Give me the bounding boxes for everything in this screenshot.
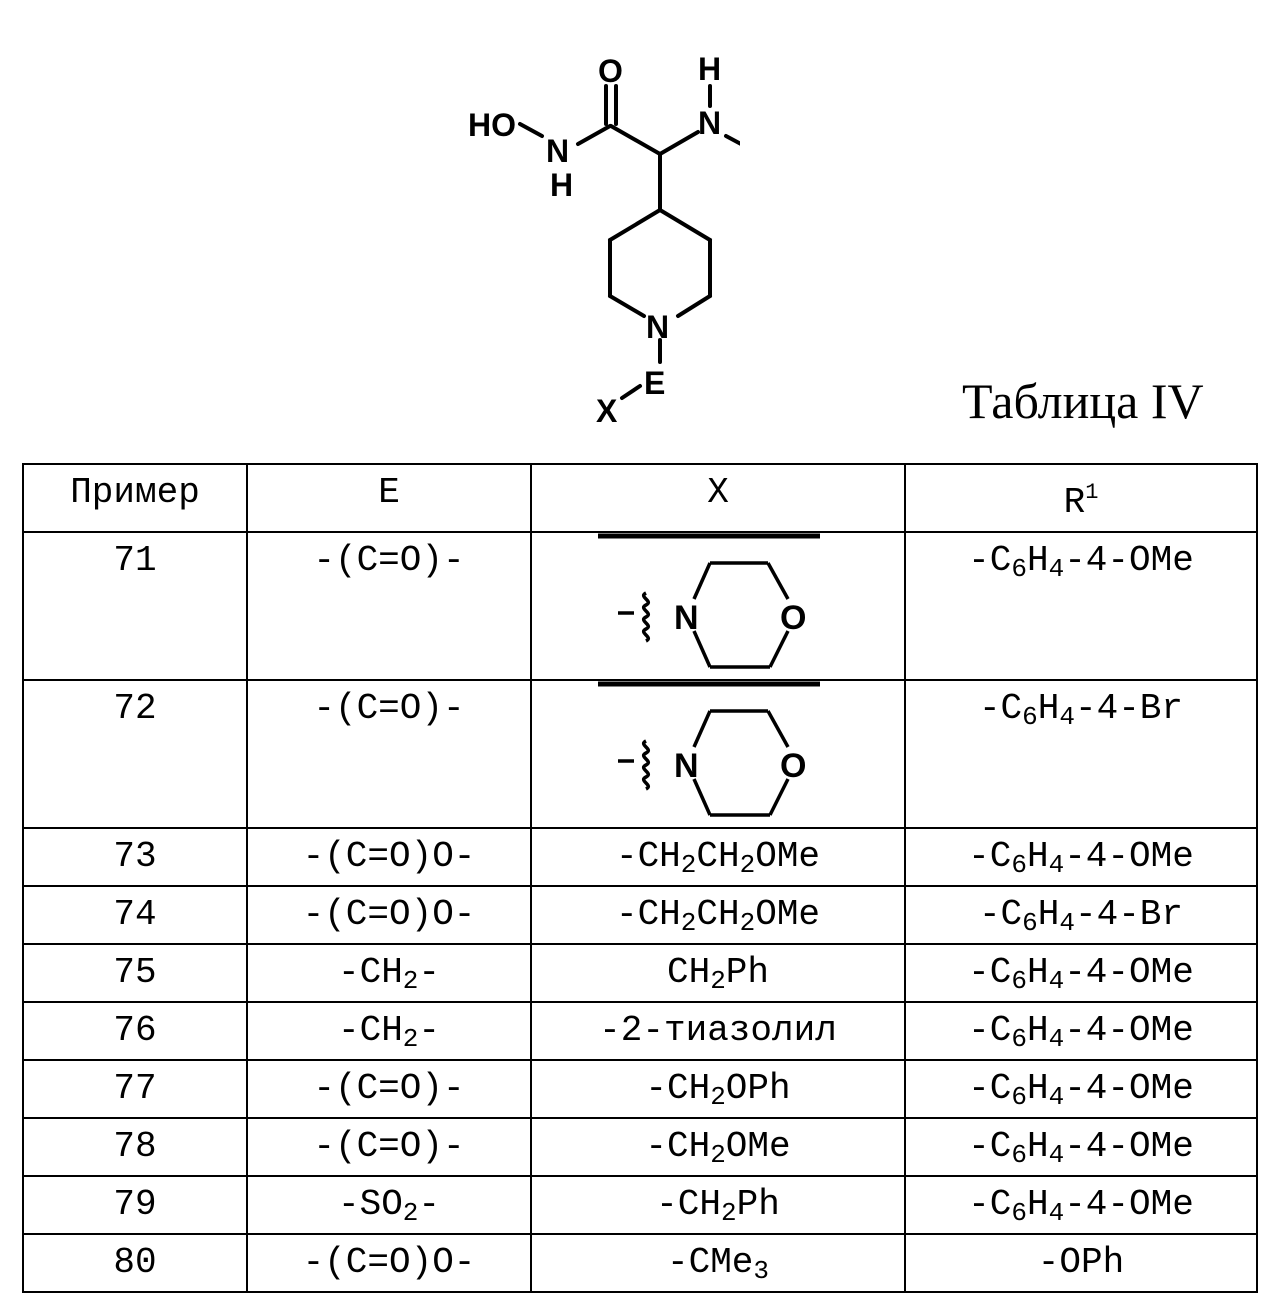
header-r1: R1 xyxy=(905,464,1257,532)
hydroxyl-label: HO xyxy=(468,107,516,143)
cell-r1: -C6H4-4-OMe xyxy=(905,1002,1257,1060)
amine-hydrogen-label: H xyxy=(698,51,721,87)
chemical-structure: O H HO N H N S O O R1 N E X xyxy=(440,20,740,440)
cell-r1: -C6H4-4-Br xyxy=(905,886,1257,944)
cell-x-morpholine: N O xyxy=(531,680,905,828)
cell-r1: -C6H4-4-OMe xyxy=(905,1060,1257,1118)
cell-x: -CH2CH2OMe xyxy=(531,886,905,944)
piperidine-nitrogen-label: N xyxy=(646,309,669,345)
table-header-row: Пример E X R1 xyxy=(23,464,1257,532)
table-row: 76-CH2--2-тиазолил-C6H4-4-OMe xyxy=(23,1002,1257,1060)
cell-e: -(C=O)- xyxy=(247,532,531,680)
cell-example: 71 xyxy=(23,532,247,680)
cell-e: -(C=O)- xyxy=(247,1060,531,1118)
compound-table: Пример E X R1 71-(C=O)- N O -C6H4-4-OMe7… xyxy=(22,463,1258,1293)
table-row: 78-(C=O)--CH2OMe-C6H4-4-OMe xyxy=(23,1118,1257,1176)
cell-e: -SO2- xyxy=(247,1176,531,1234)
morpholine-oxygen-label: O xyxy=(780,599,806,637)
table-row: 79-SO2--CH2Ph-C6H4-4-OMe xyxy=(23,1176,1257,1234)
cell-example: 75 xyxy=(23,944,247,1002)
cell-x-morpholine: N O xyxy=(531,532,905,680)
cell-r1: -C6H4-4-OMe xyxy=(905,1176,1257,1234)
cell-example: 76 xyxy=(23,1002,247,1060)
cell-x: -CH2CH2OMe xyxy=(531,828,905,886)
cell-x: -CH2OPh xyxy=(531,1060,905,1118)
morpholine-oxygen-label: O xyxy=(780,747,806,785)
cell-example: 79 xyxy=(23,1176,247,1234)
amide-nitrogen-label: N xyxy=(546,133,569,169)
morpholine-nitrogen-label: N xyxy=(674,747,699,785)
cell-r1: -OPh xyxy=(905,1234,1257,1292)
cell-e: -(C=O)O- xyxy=(247,886,531,944)
morpholine-nitrogen-label: N xyxy=(674,599,699,637)
cell-example: 72 xyxy=(23,680,247,828)
table-row: 75-CH2-CH2Ph-C6H4-4-OMe xyxy=(23,944,1257,1002)
cell-r1: -C6H4-4-OMe xyxy=(905,828,1257,886)
header-x: X xyxy=(531,464,905,532)
amide-hydrogen-label: H xyxy=(550,167,573,203)
header-example: Пример xyxy=(23,464,247,532)
table-body: 71-(C=O)- N O -C6H4-4-OMe72-(C=O)- N xyxy=(23,532,1257,1292)
cell-e: -(C=O)- xyxy=(247,1118,531,1176)
table-row: 71-(C=O)- N O -C6H4-4-OMe xyxy=(23,532,1257,680)
cell-r1: -C6H4-4-OMe xyxy=(905,532,1257,680)
table-row: 80-(C=O)O--CMe3-OPh xyxy=(23,1234,1257,1292)
cell-e: -CH2- xyxy=(247,944,531,1002)
table-row: 72-(C=O)- N O -C6H4-4-Br xyxy=(23,680,1257,828)
cell-example: 78 xyxy=(23,1118,247,1176)
header-e: E xyxy=(247,464,531,532)
cell-x: CH2Ph xyxy=(531,944,905,1002)
cell-x: -2-тиазолил xyxy=(531,1002,905,1060)
cell-r1: -C6H4-4-Br xyxy=(905,680,1257,828)
cell-e: -(C=O)O- xyxy=(247,1234,531,1292)
cell-example: 73 xyxy=(23,828,247,886)
cell-e: -(C=O)O- xyxy=(247,828,531,886)
cell-x: -CH2OMe xyxy=(531,1118,905,1176)
cell-x: -CMe3 xyxy=(531,1234,905,1292)
table-title: Таблица IV xyxy=(962,372,1204,430)
e-group-label: E xyxy=(644,365,665,401)
table-row: 73-(C=O)O--CH2CH2OMe-C6H4-4-OMe xyxy=(23,828,1257,886)
cell-x: -CH2Ph xyxy=(531,1176,905,1234)
table-row: 74-(C=O)O--CH2CH2OMe-C6H4-4-Br xyxy=(23,886,1257,944)
sulfonamide-nitrogen-label: N xyxy=(698,105,721,141)
carbonyl-oxygen-label: O xyxy=(598,53,623,89)
cell-example: 80 xyxy=(23,1234,247,1292)
cell-e: -(C=O)- xyxy=(247,680,531,828)
cell-example: 77 xyxy=(23,1060,247,1118)
table-row: 77-(C=O)--CH2OPh-C6H4-4-OMe xyxy=(23,1060,1257,1118)
morpholine-structure: N O xyxy=(598,681,838,827)
cell-e: -CH2- xyxy=(247,1002,531,1060)
cell-example: 74 xyxy=(23,886,247,944)
morpholine-structure: N O xyxy=(598,533,838,679)
cell-r1: -C6H4-4-OMe xyxy=(905,1118,1257,1176)
x-group-label: X xyxy=(596,393,618,429)
cell-r1: -C6H4-4-OMe xyxy=(905,944,1257,1002)
